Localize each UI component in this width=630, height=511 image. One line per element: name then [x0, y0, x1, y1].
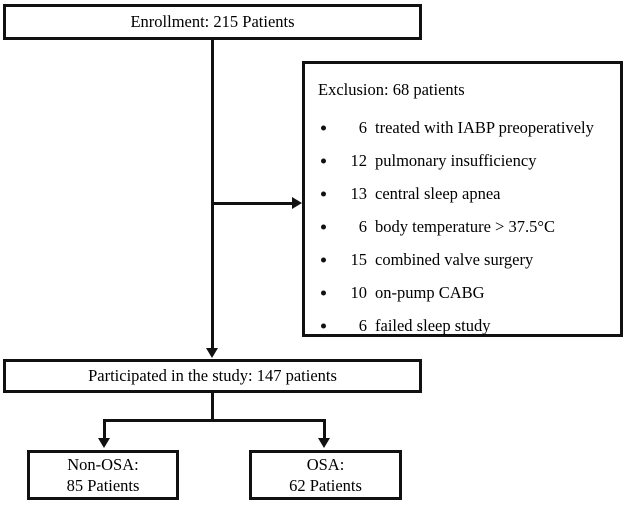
exclusion-list-item: 6 treated with IABP preoperatively	[305, 111, 620, 144]
exclusion-item-label: failed sleep study	[375, 315, 491, 335]
bullet-icon	[321, 290, 326, 295]
exclusion-item-label: pulmonary insufficiency	[375, 150, 537, 170]
exclusion-list: 6 treated with IABP preoperatively 12 pu…	[305, 111, 620, 342]
non-osa-box: Non-OSA: 85 Patients	[27, 450, 179, 500]
exclusion-list-item: 13 central sleep apnea	[305, 177, 620, 210]
connector-to-exclusion	[211, 202, 294, 205]
enrollment-box: Enrollment: 215 Patients	[3, 4, 422, 40]
enrollment-label: Enrollment: 215 Patients	[130, 12, 295, 32]
connector-split-bar	[103, 419, 326, 422]
non-osa-count: 85 Patients	[66, 476, 140, 495]
non-osa-label: Non-OSA:	[67, 454, 139, 474]
exclusion-item-count: 10	[350, 282, 368, 302]
exclusion-item-count: 6	[358, 216, 367, 236]
exclusion-list-item: 6 failed sleep study	[305, 309, 620, 342]
connector-drop-left	[103, 419, 106, 443]
exclusion-item-label: on-pump CABG	[375, 282, 485, 302]
bullet-icon	[321, 125, 326, 130]
participated-label: Participated in the study: 147 patients	[88, 366, 337, 386]
exclusion-list-item: 6 body temperature > 37.5°C	[305, 210, 620, 243]
exclusion-list-item: 15 combined valve surgery	[305, 243, 620, 276]
connector-drop-right	[323, 419, 326, 443]
exclusion-title: Exclusion: 68 patients	[318, 80, 465, 99]
exclusion-list-item: 10 on-pump CABG	[305, 276, 620, 309]
bullet-icon	[321, 224, 326, 229]
exclusion-item-count: 12	[350, 150, 368, 170]
exclusion-item-count: 15	[350, 249, 368, 269]
arrow-right-icon	[292, 197, 302, 209]
connector-enrollment-trunk	[211, 40, 214, 352]
osa-box: OSA: 62 Patients	[249, 450, 402, 500]
exclusion-item-count: 6	[358, 315, 367, 335]
exclusion-item-label: body temperature > 37.5°C	[375, 216, 555, 236]
arrow-down-icon	[318, 438, 330, 448]
participated-box: Participated in the study: 147 patients	[3, 359, 422, 393]
connector-split-trunk	[211, 393, 214, 421]
bullet-icon	[321, 257, 326, 262]
arrow-down-icon	[206, 348, 218, 358]
exclusion-list-item: 12 pulmonary insufficiency	[305, 144, 620, 177]
bullet-icon	[321, 158, 326, 163]
osa-label: OSA:	[306, 454, 345, 474]
exclusion-item-label: central sleep apnea	[375, 183, 501, 203]
exclusion-item-label: treated with IABP preoperatively	[375, 117, 594, 137]
exclusion-item-label: combined valve surgery	[375, 249, 534, 269]
exclusion-box: Exclusion: 68 patients 6 treated with IA…	[302, 61, 623, 337]
osa-count: 62 Patients	[289, 476, 362, 495]
arrow-down-icon	[98, 438, 110, 448]
exclusion-item-count: 6	[358, 117, 367, 137]
bullet-icon	[321, 191, 326, 196]
exclusion-item-count: 13	[350, 183, 368, 203]
bullet-icon	[321, 323, 326, 328]
